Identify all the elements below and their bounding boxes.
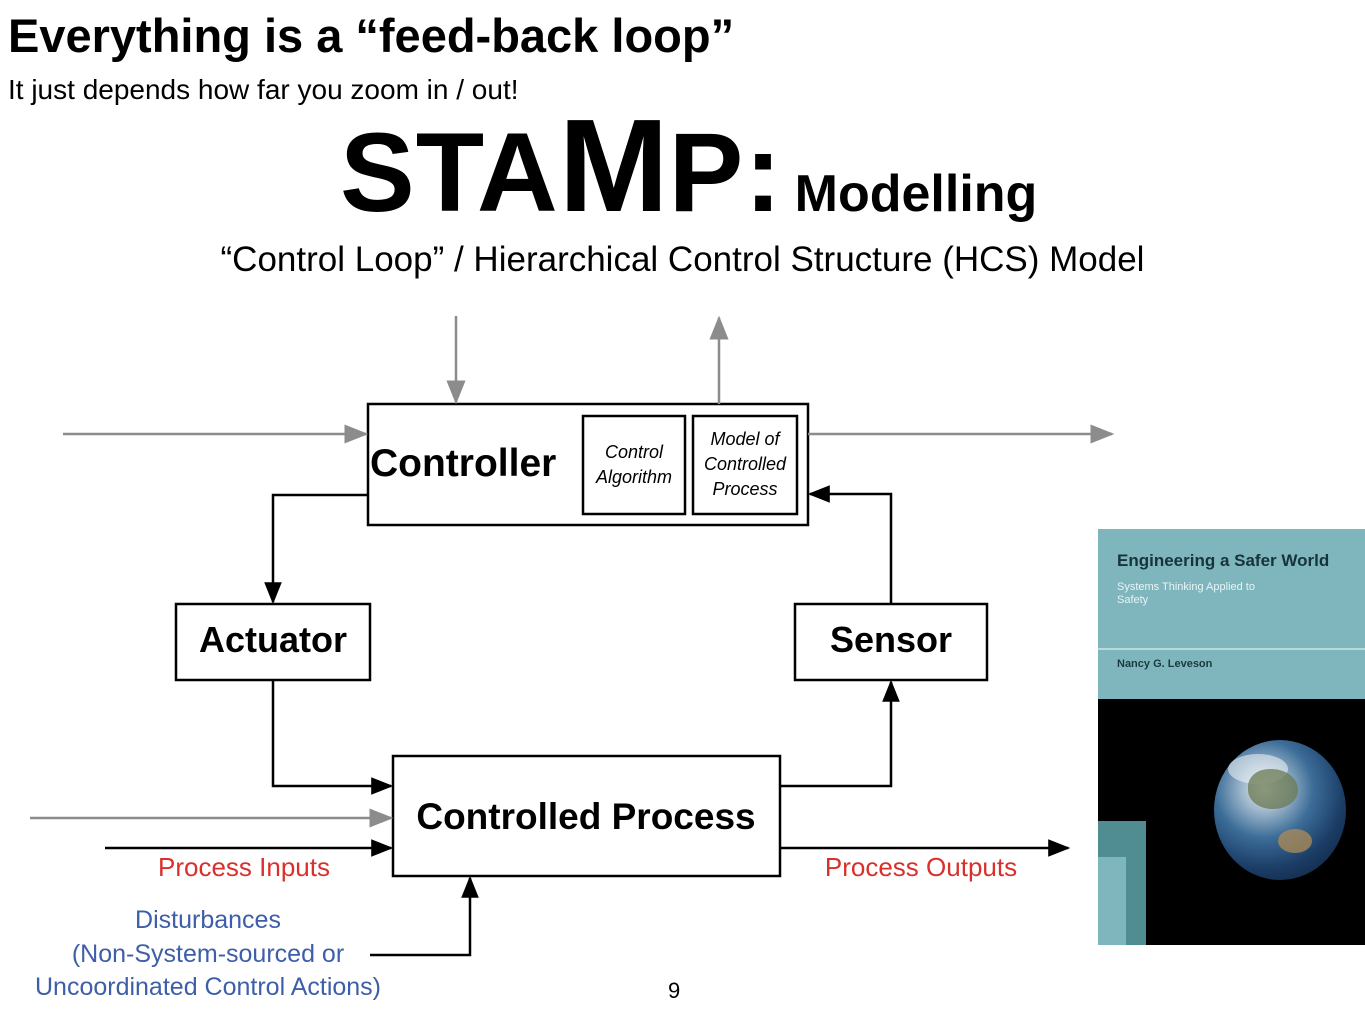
sensor-label: Sensor <box>830 619 952 660</box>
disturbances-line1: Disturbances <box>135 906 281 934</box>
model-caption: “Control Loop” / Hierarchical Control St… <box>220 240 1145 279</box>
actuator-box <box>174 602 372 682</box>
stamp-letter-p: P <box>668 110 745 235</box>
process-inputs-label: Process Inputs <box>158 852 330 882</box>
sensor-box <box>793 602 989 682</box>
book-cover-divider <box>1098 648 1365 650</box>
book-cover-top <box>1098 529 1365 699</box>
book-cover-image: Engineering a Safer World Systems Thinki… <box>1098 529 1365 945</box>
actuator-label: Actuator <box>199 619 347 660</box>
earth-landmass-australia <box>1278 829 1312 853</box>
book-spine-strip-inner <box>1098 857 1126 945</box>
process-model-line2: Controlled <box>704 454 787 474</box>
process-model-line3: Process <box>712 479 777 499</box>
process-model-line1: Model of <box>710 429 781 449</box>
control-algorithm-box <box>581 414 687 516</box>
control-algorithm-line2: Algorithm <box>595 467 672 487</box>
controlled-process-label: Controlled Process <box>416 796 755 837</box>
stamp-letter-s: S <box>340 110 416 235</box>
disturbances-line2: (Non-System-sourced or <box>72 940 344 968</box>
book-title: Engineering a Safer World <box>1117 551 1330 570</box>
stamp-letter-a: A <box>476 110 559 235</box>
stamp-letter-t: T <box>415 110 477 235</box>
arrow-actuator-to-process <box>271 680 394 795</box>
book-author: Nancy G. Leveson <box>1117 658 1213 670</box>
book-subtitle: Systems Thinking Applied to Safety <box>1117 581 1255 606</box>
control-algorithm-line1: Control <box>605 442 664 462</box>
arrow-process-to-sensor <box>780 679 900 788</box>
controlled-process-box <box>391 754 782 878</box>
arrow-disturbances <box>370 875 479 957</box>
disturbances-line3: Uncoordinated Control Actions) <box>35 973 381 1001</box>
slide-title: Everything is a “feed-back loop” <box>8 9 735 62</box>
stamp-letter-m: M <box>558 92 669 239</box>
process-outputs-label: Process Outputs <box>825 852 1017 882</box>
arrow-controller-to-actuator <box>264 493 368 605</box>
process-model-box <box>691 414 799 516</box>
stamp-colon: : <box>744 110 783 235</box>
stamp-suffix: Modelling <box>794 165 1038 223</box>
slide-subtitle: It just depends how far you zoom in / ou… <box>8 74 519 105</box>
earth-landmass <box>1248 769 1298 809</box>
page-number: 9 <box>668 978 681 1003</box>
stamp-heading: STAMP:Modelling <box>340 100 1037 232</box>
arrow-sensor-to-controller <box>807 485 893 604</box>
controller-label: Controller <box>370 442 556 485</box>
